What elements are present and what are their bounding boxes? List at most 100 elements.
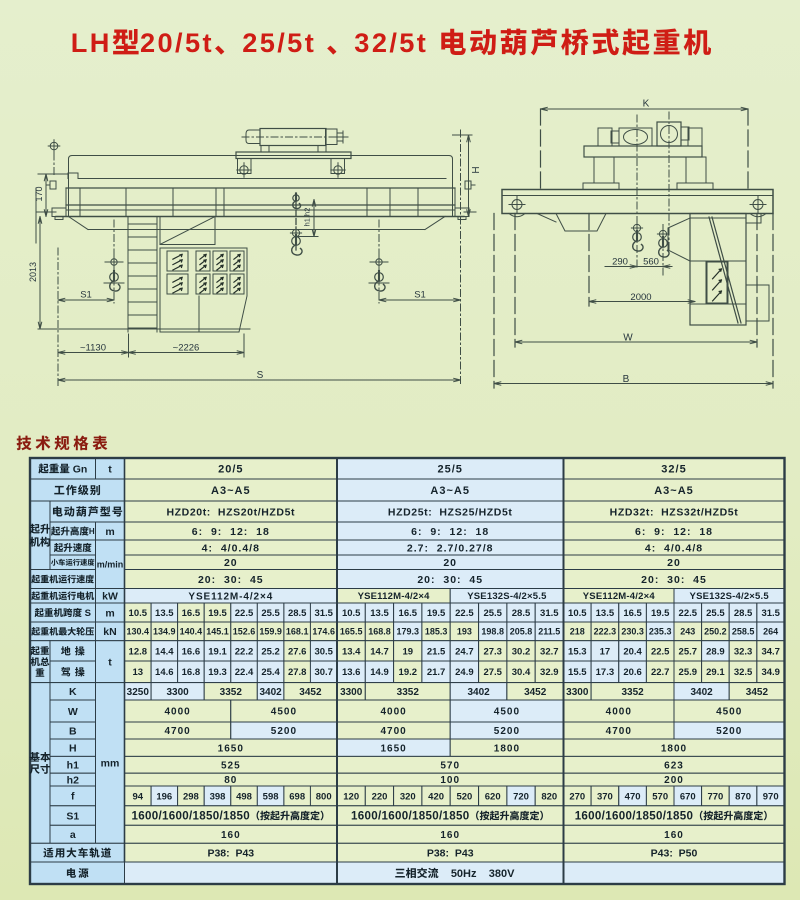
svg-text:20: 30: 45: 20: 30: 45 [198,574,264,586]
svg-text:H: H [471,166,482,173]
svg-text:16.5: 16.5 [182,608,201,619]
svg-text:3452: 3452 [299,687,322,698]
svg-text:1650: 1650 [380,743,406,754]
svg-text:30.2: 30.2 [512,646,531,657]
svg-text:22.5: 22.5 [651,646,670,657]
svg-text:160: 160 [221,830,241,841]
svg-text:h1: h1 [67,760,79,772]
svg-text:174.6: 174.6 [312,627,335,637]
svg-text:4000: 4000 [380,707,406,718]
svg-text:22.7: 22.7 [651,667,670,678]
svg-text:15.3: 15.3 [568,646,587,657]
svg-text:10.5: 10.5 [568,608,587,619]
svg-text:258.5: 258.5 [732,627,755,637]
svg-text:160: 160 [664,830,684,841]
svg-text:243: 243 [680,627,695,637]
svg-text:30.7: 30.7 [314,667,333,678]
svg-text:193: 193 [457,627,472,637]
svg-text:134.9: 134.9 [153,627,176,637]
svg-text:HZD32t: HZS32t/HZD5t: HZD32t: HZS32t/HZD5t [610,506,739,518]
svg-text:10.5: 10.5 [129,608,148,619]
svg-text:32/5t: 32/5t [354,27,438,58]
svg-text:4000: 4000 [164,707,190,718]
svg-text:4700: 4700 [606,726,632,737]
svg-text:P43: P50: P43: P50 [651,847,698,859]
svg-text:420: 420 [428,791,444,802]
svg-text:570: 570 [440,760,460,771]
svg-text:4000: 4000 [606,707,632,718]
svg-text:94: 94 [133,791,144,802]
svg-text:168.8: 168.8 [368,627,391,637]
svg-text:YSE112M-4/2×4: YSE112M-4/2×4 [358,591,431,602]
svg-text:970: 970 [763,791,779,802]
svg-text:15.5: 15.5 [568,667,587,678]
svg-text:3300: 3300 [166,687,189,698]
svg-text:27.5: 27.5 [483,667,502,678]
svg-text:20: 20 [443,557,457,569]
svg-text:K: K [69,686,77,698]
svg-text:a: a [70,829,76,841]
svg-text:13.5: 13.5 [370,608,389,619]
svg-text:22.5: 22.5 [235,608,254,619]
svg-text:3352: 3352 [397,687,420,698]
svg-text:YSE112M-4/2×4: YSE112M-4/2×4 [188,591,273,602]
svg-text:K: K [643,99,650,110]
svg-text:B: B [69,725,77,737]
svg-text:570: 570 [652,791,668,802]
svg-text:32/5: 32/5 [661,464,686,476]
svg-text:130.4: 130.4 [127,627,150,637]
svg-text:27.3: 27.3 [483,646,502,657]
svg-text:h2: h2 [67,774,79,786]
svg-text:27.6: 27.6 [288,646,307,657]
svg-text:10.5: 10.5 [342,608,361,619]
svg-text:6: 9: 12: 18: 6: 9: 12: 18 [192,526,270,538]
svg-text:198.8: 198.8 [481,627,504,637]
svg-text:28.9: 28.9 [706,646,725,657]
svg-text:3402: 3402 [690,687,713,698]
svg-text:25.7: 25.7 [679,646,698,657]
svg-text:30.4: 30.4 [512,667,531,678]
svg-text:4700: 4700 [380,726,406,737]
svg-text:17: 17 [600,646,611,657]
svg-text:25.9: 25.9 [679,667,698,678]
svg-text:S1: S1 [414,289,426,300]
svg-text:t: t [108,463,112,475]
svg-text:30.5: 30.5 [314,646,333,657]
svg-text:kW: kW [102,591,118,603]
svg-text:32.7: 32.7 [540,646,559,657]
svg-text:20: 30: 45: 20: 30: 45 [417,574,483,586]
svg-text:31.5: 31.5 [761,608,780,619]
svg-text:120: 120 [343,791,359,802]
svg-text:~2226: ~2226 [173,342,200,353]
svg-text:560: 560 [643,256,659,267]
svg-text:1600/1600/1850/1850: 1600/1600/1850/1850 [351,810,470,823]
svg-text:100: 100 [440,775,460,786]
svg-text:800: 800 [316,791,332,802]
svg-text:22.4: 22.4 [235,667,254,678]
svg-text:YSE112M-4/2×4: YSE112M-4/2×4 [583,591,656,602]
svg-text:S: S [82,608,91,619]
svg-text:12.8: 12.8 [129,646,148,657]
svg-text:14.7: 14.7 [370,646,389,657]
svg-text:2000: 2000 [630,292,651,303]
svg-text:298: 298 [183,791,199,802]
svg-text:13.5: 13.5 [155,608,174,619]
svg-text:20/5: 20/5 [218,464,243,476]
svg-text:Gn: Gn [70,463,88,475]
svg-text:32.5: 32.5 [734,667,753,678]
svg-text:3452: 3452 [746,687,769,698]
svg-text:14.6: 14.6 [155,667,174,678]
svg-text:21.7: 21.7 [427,667,446,678]
svg-text:218: 218 [570,627,585,637]
svg-text:3402: 3402 [467,687,490,698]
svg-text:4: 4/0.4/8: 4: 4/0.4/8 [645,542,703,554]
svg-text:6: 9: 12: 18: 6: 9: 12: 18 [411,526,489,538]
svg-text:~1130: ~1130 [80,342,106,353]
svg-text:27.8: 27.8 [288,667,307,678]
svg-text:20: 30: 45: 20: 30: 45 [641,574,707,586]
svg-text:670: 670 [680,791,696,802]
svg-text:185.3: 185.3 [425,627,448,637]
svg-text:2013: 2013 [28,262,38,282]
svg-text:168.1: 168.1 [286,627,309,637]
svg-text:3300: 3300 [566,687,589,698]
